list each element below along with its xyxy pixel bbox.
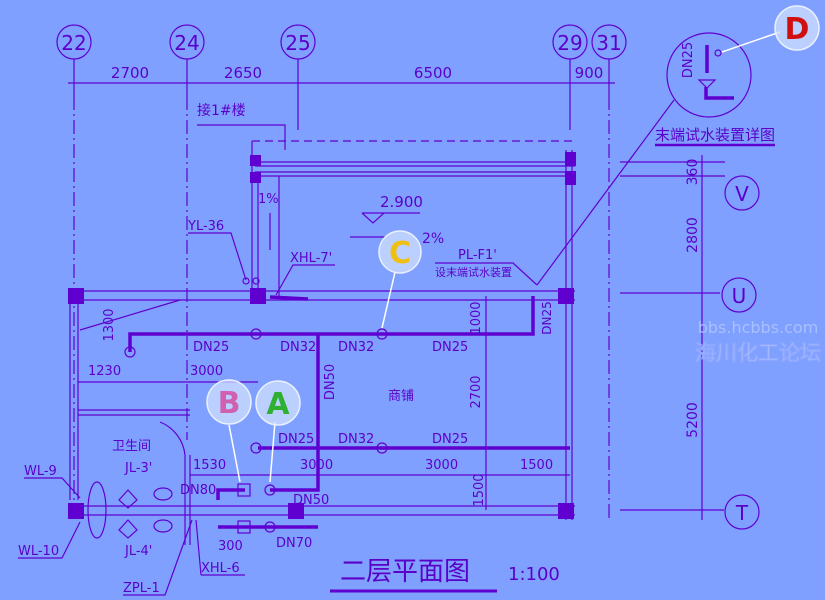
label-slope-2: 2% [422,231,444,247]
detail-dn25: DN25 [681,42,696,78]
marker-c: C [389,236,411,271]
axis-V: V [735,182,749,206]
drawing-title: 二层平面图 [340,557,470,587]
dim-5200: 5200 [685,402,701,438]
axis-T: T [735,501,749,525]
dim-1500-h: 1500 [520,458,553,473]
axis-U: U [732,284,747,308]
dim-3000-a: 3000 [190,364,223,379]
label-dn70: DN70 [276,536,312,551]
label-test-device: 设末端试水装置 [435,265,512,279]
marker-a-bubble [255,380,301,426]
dim-360: 360 [685,159,701,186]
dim-1530: 1530 [193,458,226,473]
marker-d: D [785,12,810,47]
axis-24: 24 [174,31,199,55]
axis-grid: 22 24 25 29 31 2700 2650 6500 900 V U T … [56,24,760,530]
label-dn50-h: DN50 [293,493,329,508]
detail-view: DN25 末端试水装置详图 [536,32,775,286]
axis-31: 31 [596,31,621,55]
label-yl-36: YL-36 [187,219,224,234]
watermark-url: bbs.hcbbs.com [698,318,819,337]
marker-c-bubble [378,230,422,274]
label-dn25-c: DN25 [278,432,314,447]
label-toilet: 卫生间 [112,439,151,454]
dim-3000-b: 3000 [300,458,333,473]
dim-1300: 1300 [102,308,117,341]
label-shop: 商铺 [388,389,414,404]
label-dn25-b: DN25 [432,340,468,355]
dim-1500-v: 1500 [472,473,487,506]
label-dn32-b: DN32 [338,340,374,355]
label-dn25-riser: DN25 [540,301,554,335]
label-jl-3: JL-3' [124,461,152,476]
label-dn25-a: DN25 [193,340,229,355]
label-dn80: DN80 [180,483,216,498]
dim-2700: 2700 [111,64,149,82]
dim-6500: 6500 [414,64,452,82]
dim-2650: 2650 [224,64,262,82]
label-wl-10: WL-10 [18,544,59,559]
axis-22: 22 [61,31,86,55]
label-connect-building: 接1#楼 [197,102,246,119]
axis-25: 25 [285,31,310,55]
label-xhl-6: XHL-6 [201,561,240,576]
drawing-scale: 1:100 [508,564,560,585]
label-dn50-vertical: DN50 [323,364,338,400]
dim-1000: 1000 [469,301,484,334]
dim-2800: 2800 [685,217,701,253]
dim-900: 900 [575,64,604,82]
axis-29: 29 [557,31,582,55]
dim-300: 300 [218,539,243,554]
annotations: 接1#楼 1% 2.900 2% YL-36 XHL-7' PL-F1' 设末端… [18,102,570,596]
label-wl-9: WL-9 [24,464,57,479]
marker-d-bubble [774,5,820,51]
label-slope-1: 1% [258,192,279,207]
dim-3000-c: 3000 [425,458,458,473]
label-elevation: 2.900 [380,193,423,211]
label-jl-4: JL-4' [124,544,152,559]
marker-b: B [218,386,241,421]
walls [68,140,576,545]
label-dn32-c: DN32 [338,432,374,447]
detail-title: 末端试水装置详图 [655,126,775,144]
marker-a: A [266,387,290,422]
dim-1230: 1230 [88,364,121,379]
markers: B A C D [206,5,820,483]
dim-2700-v: 2700 [469,375,484,408]
marker-b-bubble [206,379,252,425]
label-dn25-d: DN25 [432,432,468,447]
label-xhl-7: XHL-7' [290,251,332,266]
label-dn32-a: DN32 [280,340,316,355]
label-zpl-1: ZPL-1 [123,581,160,596]
label-pl-f1: PL-F1' [458,248,497,263]
watermark-name: 海川化工论坛 [695,341,821,365]
pipes [124,277,570,534]
